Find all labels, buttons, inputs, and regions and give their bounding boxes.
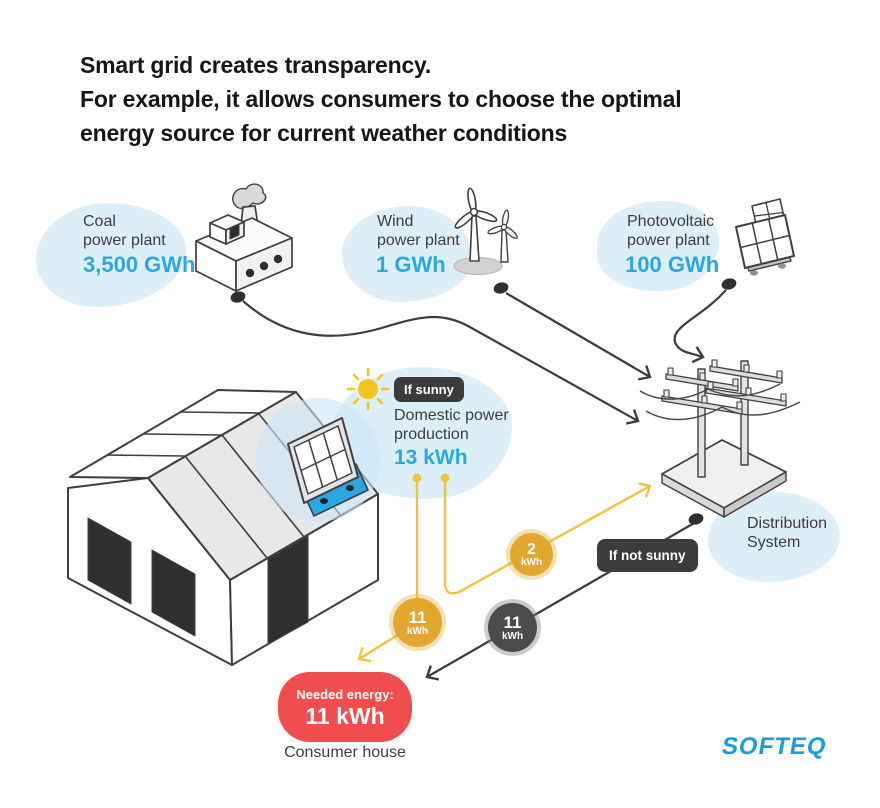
solar-line-dot-2	[440, 473, 450, 483]
sun-icon	[346, 367, 390, 411]
house-window-1	[87, 517, 132, 605]
pv-name-line2: power plant	[627, 232, 710, 249]
flow-value: 11	[503, 612, 522, 632]
domestic-production-label: Domestic power production	[394, 406, 509, 444]
wind-output-value: 1 GWh	[376, 252, 446, 277]
wind-highlight-blob	[342, 206, 472, 302]
domestic-output-value: 13 kWh	[394, 446, 468, 469]
flow-circle-grid-to-house: 11 kWh	[488, 603, 537, 652]
factory-icon	[195, 183, 293, 292]
wind-plant-label: Wind power plant	[377, 212, 460, 250]
title-line-1: Smart grid creates transparency.	[80, 52, 432, 78]
wind-name-line2: power plant	[377, 232, 460, 249]
house-icon	[67, 389, 380, 666]
softeq-logo: SOFTEQ	[719, 733, 830, 760]
pv-name-line1: Photovoltaic	[627, 213, 715, 230]
flow-unit: kWh	[520, 556, 543, 568]
coal-to-grid-line	[242, 300, 640, 425]
if-sunny-badge: If sunny	[394, 377, 464, 402]
pv-plant-label: Photovoltaic power plant	[627, 212, 714, 250]
solar-panels-icon	[735, 198, 795, 276]
consumer-house-caption: Consumer house	[284, 744, 406, 761]
distribution-label-line2: System	[747, 534, 801, 551]
if-not-sunny-badge: If not sunny	[597, 539, 698, 572]
title-line-2: For example, it allows consumers to choo…	[80, 86, 682, 112]
needed-energy-label: Needed energy:	[296, 686, 394, 702]
coal-name-line2: power plant	[83, 232, 166, 249]
pv-output-value: 100 GWh	[625, 252, 720, 277]
solar-line-dot-1	[412, 473, 422, 483]
distribution-system-label: Distribution System	[747, 514, 827, 552]
pv-to-grid-line	[673, 289, 727, 364]
domestic-label-line2: production	[394, 426, 469, 443]
coal-connector-dot	[230, 291, 246, 303]
flow-value: 11	[408, 607, 427, 627]
wind-connector-dot	[493, 282, 509, 294]
distribution-label-line1: Distribution	[747, 515, 828, 532]
coal-output-value: 3,500 GWh	[83, 252, 196, 277]
wind-to-grid-line	[505, 292, 652, 381]
flow-unit: kWh	[501, 630, 524, 642]
house-window-2	[151, 549, 196, 637]
flow-circle-solar-to-house: 11 kWh	[393, 598, 442, 647]
title-line-3: energy source for current weather condit…	[80, 120, 568, 146]
wind-name-line1: Wind	[377, 213, 414, 230]
wind-turbine-icon	[453, 187, 518, 275]
flow-circle-solar-to-grid: 2 kWh	[510, 533, 553, 576]
needed-energy-value: 11 kWh	[305, 702, 385, 729]
factory-smoke	[232, 183, 267, 210]
grid-connector-dot	[688, 513, 704, 525]
photovoltaic-highlight-blob	[597, 201, 719, 291]
page-title: Smart grid creates transparency. For exa…	[80, 48, 682, 150]
flow-value: 2	[527, 540, 536, 558]
power-pole-icon	[639, 359, 801, 518]
house-door	[267, 535, 309, 645]
coal-plant-label: Coal power plant	[83, 212, 166, 250]
solar-to-grid-line	[443, 481, 652, 595]
pv-connector-dot	[721, 278, 737, 290]
flow-unit: kWh	[406, 625, 429, 637]
domestic-label-line1: Domestic power	[394, 407, 509, 424]
needed-energy-badge: Needed energy: 11 kWh	[278, 672, 412, 742]
coal-name-line1: Coal	[83, 213, 116, 230]
